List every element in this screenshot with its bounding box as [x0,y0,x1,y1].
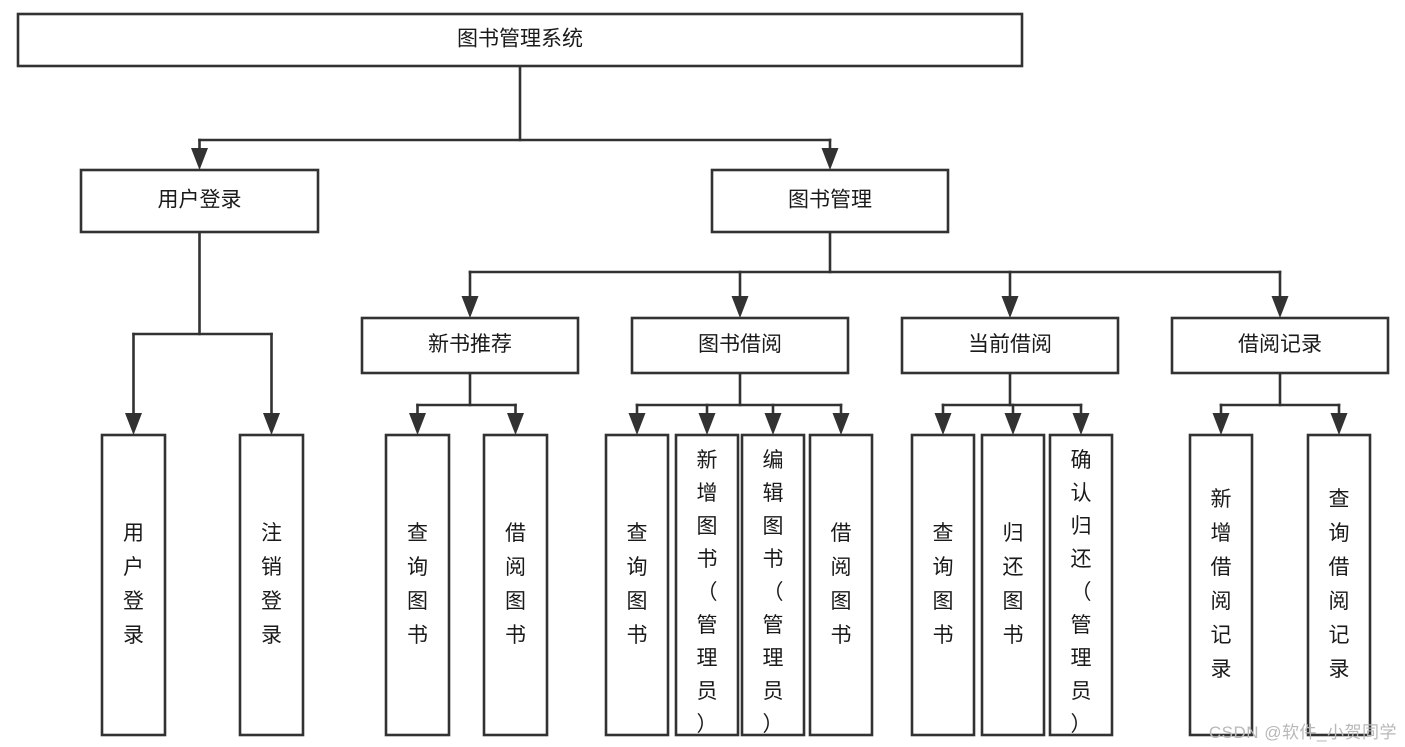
node-bb-add-book[interactable]: 新增图书（管理员） [674,433,740,737]
node-box-user-login[interactable] [79,168,320,234]
nodes-layer: 图书管理系统用户登录图书管理新书推荐图书借阅当前借阅借阅记录用户登录注销登录查询… [16,12,1390,737]
node-label-book-borrow: 图书借阅 [698,333,782,356]
connector-group-borrow-record [1212,371,1348,435]
node-br-add-record[interactable]: 新增借阅记录 [1188,433,1254,737]
node-box-cb-query-book[interactable] [910,433,976,737]
node-book-manage[interactable]: 图书管理 [710,168,950,234]
node-label-user-logout-action: 注销登录 [261,522,282,647]
node-user-logout-action[interactable]: 注销登录 [238,433,305,737]
node-box-borrow-record[interactable] [1170,316,1390,375]
node-cb-confirm-return[interactable]: 确认归还（管理员） [1048,433,1114,737]
node-bb-edit-book[interactable]: 编辑图书（管理员） [740,433,806,737]
connectors-layer [125,64,1348,435]
connector-group-root [191,64,839,170]
node-label-user-login: 用户登录 [158,189,242,212]
connector-group-new-book-recommend [409,371,524,435]
node-box-user-logout-action[interactable] [238,433,305,737]
connector-group-current-borrow [934,371,1090,435]
node-cb-query-book[interactable]: 查询图书 [910,433,976,737]
node-box-bb-add-book[interactable] [674,433,740,737]
node-label-root: 图书管理系统 [457,28,583,51]
node-nbr-borrow-book[interactable]: 借阅图书 [482,433,549,737]
node-box-bb-query-book[interactable] [604,433,670,737]
node-box-br-add-record[interactable] [1188,433,1254,737]
connector-group-book-borrow [628,371,850,435]
node-label-cb-confirm-return: 确认归还（管理员） [1071,449,1092,736]
node-label-user-login-action: 用户登录 [123,522,144,647]
node-label-book-manage: 图书管理 [788,189,872,212]
node-box-book-borrow[interactable] [630,316,850,375]
node-br-query-record[interactable]: 查询借阅记录 [1306,433,1372,737]
node-box-book-manage[interactable] [710,168,950,234]
node-box-new-book-recommend[interactable] [360,316,580,375]
node-box-cb-return-book[interactable] [980,433,1046,737]
node-book-borrow[interactable]: 图书借阅 [630,316,850,375]
node-current-borrow[interactable]: 当前借阅 [900,316,1120,375]
node-box-bb-borrow-book[interactable] [808,433,874,737]
node-cb-return-book[interactable]: 归还图书 [980,433,1046,737]
watermark-text: CSDN @软件_小贺同学 [1208,723,1397,742]
node-label-bb-edit-book: 编辑图书（管理员） [763,449,784,736]
node-label-br-add-record: 新增借阅记录 [1211,488,1232,681]
node-user-login-action[interactable]: 用户登录 [100,433,167,737]
node-nbr-query-book[interactable]: 查询图书 [384,433,451,737]
node-root[interactable]: 图书管理系统 [16,12,1024,68]
node-label-cb-query-book: 查询图书 [933,522,954,647]
node-label-borrow-record: 借阅记录 [1238,333,1322,356]
node-box-nbr-borrow-book[interactable] [482,433,549,737]
node-label-br-query-record: 查询借阅记录 [1329,488,1350,681]
node-label-nbr-query-book: 查询图书 [407,522,428,647]
connector-group-book-manage [461,230,1289,318]
node-new-book-recommend[interactable]: 新书推荐 [360,316,580,375]
node-bb-borrow-book[interactable]: 借阅图书 [808,433,874,737]
node-label-nbr-borrow-book: 借阅图书 [505,522,526,647]
node-borrow-record[interactable]: 借阅记录 [1170,316,1390,375]
connector-group-user-login [125,230,280,435]
node-box-root[interactable] [16,12,1024,68]
node-box-user-login-action[interactable] [100,433,167,737]
node-box-nbr-query-book[interactable] [384,433,451,737]
node-label-new-book-recommend: 新书推荐 [428,333,512,356]
node-box-br-query-record[interactable] [1306,433,1372,737]
node-label-bb-add-book: 新增图书（管理员） [697,449,718,736]
node-box-current-borrow[interactable] [900,316,1120,375]
node-label-current-borrow: 当前借阅 [968,333,1052,356]
node-label-bb-query-book: 查询图书 [627,522,648,647]
node-label-cb-return-book: 归还图书 [1003,522,1024,647]
node-box-bb-edit-book[interactable] [740,433,806,737]
node-user-login[interactable]: 用户登录 [79,168,320,234]
node-box-cb-confirm-return[interactable] [1048,433,1114,737]
node-bb-query-book[interactable]: 查询图书 [604,433,670,737]
node-label-bb-borrow-book: 借阅图书 [831,522,852,647]
